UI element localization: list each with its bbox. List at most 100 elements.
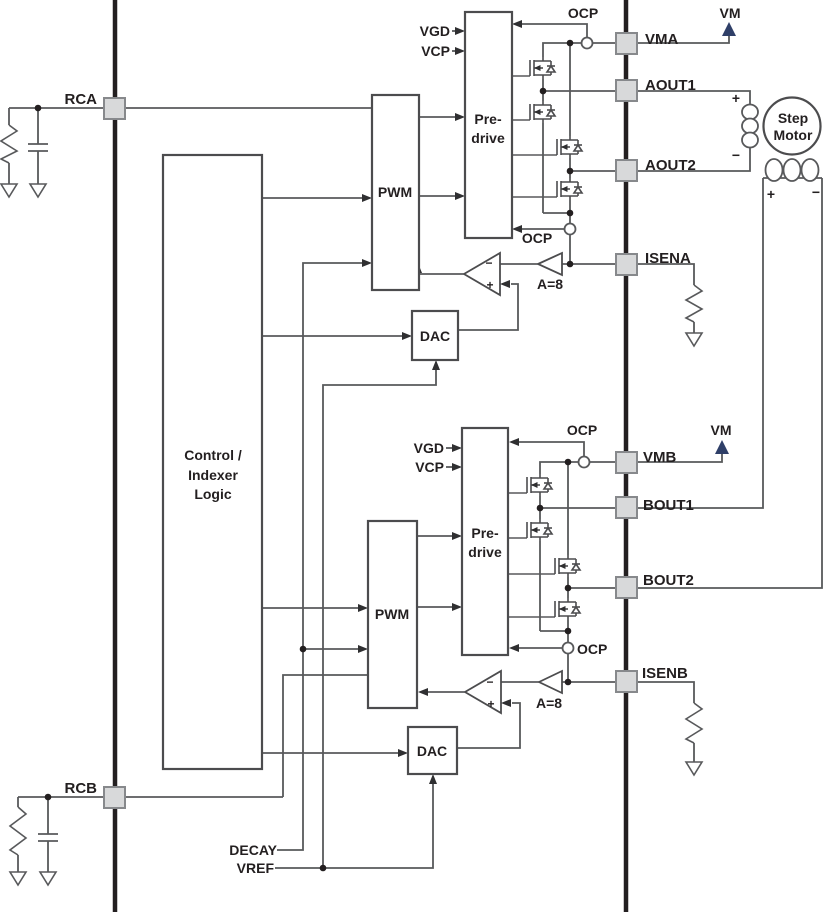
pin-isena: ISENA	[615, 250, 691, 276]
pwm-b-block: PWM	[366, 519, 419, 710]
ocp-label: OCP	[568, 5, 598, 21]
mosfet-a-hs1	[529, 56, 556, 80]
internal-wires	[125, 107, 440, 872]
pin-label-rcb: RCB	[65, 780, 98, 797]
dac-a-block: DAC	[410, 309, 460, 362]
step-motor: Step Motor	[762, 96, 822, 156]
winding-a-plus: +	[732, 90, 740, 106]
pin-label-vmb: VMB	[643, 449, 677, 466]
pin-label-aout1: AOUT1	[645, 77, 696, 94]
capacitor-icon	[28, 143, 48, 152]
predrive-label-2: drive	[468, 544, 502, 560]
pwm-a-block: PWM	[370, 93, 421, 292]
comparator-minus: −	[486, 675, 493, 689]
pin-pad	[615, 496, 638, 519]
ocp-label: OCP	[577, 641, 607, 657]
isenb-sense-resistor	[636, 681, 704, 776]
ocp-sense-circle	[580, 36, 594, 50]
mosfet-b-ls1	[526, 518, 553, 542]
pwm-label: PWM	[378, 184, 412, 200]
dac-label: DAC	[417, 743, 447, 759]
mosfet-a-ls1	[529, 100, 556, 124]
ocp-label: OCP	[567, 422, 597, 438]
vm-arrow-icon	[715, 440, 729, 454]
control-logic-label-2: Indexer	[188, 467, 238, 483]
capacitor-icon	[38, 833, 58, 842]
ocp-sense-circle	[577, 455, 591, 469]
ocp-sense-circle	[563, 222, 577, 236]
mosfet-a-hs2	[556, 135, 583, 159]
pin-label-rca: RCA	[65, 91, 98, 108]
pin-pad	[615, 670, 638, 693]
mosfet-b-hs2	[554, 554, 581, 578]
winding-a-minus: −	[732, 147, 740, 163]
rca-rc-network	[0, 104, 104, 198]
pin-label-bout2: BOUT2	[643, 572, 694, 589]
pin-pad	[103, 97, 126, 120]
gain-label: A=8	[536, 695, 562, 711]
dac-label: DAC	[420, 328, 450, 344]
current-comparator-triangle	[463, 669, 502, 715]
pin-rcb: RCB	[65, 780, 126, 809]
isena-sense-resistor	[636, 263, 704, 347]
vgd-label: VGD	[420, 23, 450, 39]
pin-aout1: AOUT1	[615, 77, 696, 102]
pin-pad	[615, 32, 638, 55]
pin-label-aout2: AOUT2	[645, 157, 696, 174]
pin-pad	[615, 451, 638, 474]
gain-amp-triangle	[536, 669, 563, 695]
pin-label-isenb: ISENB	[642, 665, 688, 682]
decay-vref-inputs: DECAY VREF	[229, 842, 277, 876]
resistor-icon	[0, 124, 19, 164]
vm-label: VM	[711, 422, 732, 438]
pin-pad	[615, 79, 638, 102]
step-motor-circle	[762, 96, 822, 156]
gain-label: A=8	[537, 276, 563, 292]
vcp-label: VCP	[415, 459, 444, 475]
vcp-label: VCP	[421, 43, 450, 59]
predrive-label-1: Pre-	[471, 525, 499, 541]
motor-winding-a: + −	[636, 90, 759, 172]
step-motor-label-2: Motor	[774, 127, 813, 143]
comparator-minus: −	[485, 256, 492, 270]
pin-isenb: ISENB	[615, 665, 688, 693]
winding-b-plus: +	[767, 186, 775, 202]
channel-a: VGD VCP OCP OCP A=8 − +	[414, 5, 616, 331]
winding-b-minus: −	[812, 184, 820, 200]
vm-supply-b: VM	[636, 422, 732, 463]
control-indexer-logic-block: Control / Indexer Logic	[161, 153, 264, 771]
pin-pad	[615, 576, 638, 599]
predrive-b-block: Pre- drive	[460, 426, 510, 657]
predrive-label-1: Pre-	[474, 111, 502, 127]
pin-label-vma: VMA	[645, 31, 679, 48]
pin-vma: VMA	[615, 31, 679, 55]
pin-label-bout1: BOUT1	[643, 497, 694, 514]
predrive-a-block: Pre- drive	[463, 10, 514, 240]
resistor-icon	[684, 284, 704, 323]
comparator-plus: +	[487, 697, 494, 711]
step-motor-label-1: Step	[778, 110, 808, 126]
pin-aout2: AOUT2	[615, 157, 696, 182]
rcb-rc-network	[8, 793, 104, 886]
vgd-label: VGD	[414, 440, 444, 456]
pin-pad	[103, 786, 126, 809]
pin-vmb: VMB	[615, 449, 677, 474]
motor-winding-b: + −	[636, 158, 823, 589]
pin-rca: RCA	[65, 91, 126, 120]
comparator-plus: +	[486, 278, 493, 292]
gain-amp-triangle	[535, 251, 563, 277]
control-logic-label-3: Logic	[194, 486, 232, 502]
mosfet-b-ls2	[554, 597, 581, 621]
decay-label: DECAY	[229, 842, 277, 858]
channel-b: VGD VCP OCP OCP A=8 − +	[414, 422, 616, 749]
pin-label-isena: ISENA	[645, 250, 691, 267]
control-logic-label-1: Control /	[184, 447, 242, 463]
resistor-icon	[8, 806, 28, 856]
mosfet-b-hs1	[526, 473, 553, 497]
ocp-sense-circle	[561, 641, 575, 655]
dac-b-block: DAC	[406, 725, 459, 776]
pin-bout2: BOUT2	[615, 572, 694, 599]
mosfet-a-ls2	[556, 177, 583, 201]
current-comparator-triangle	[462, 251, 501, 297]
